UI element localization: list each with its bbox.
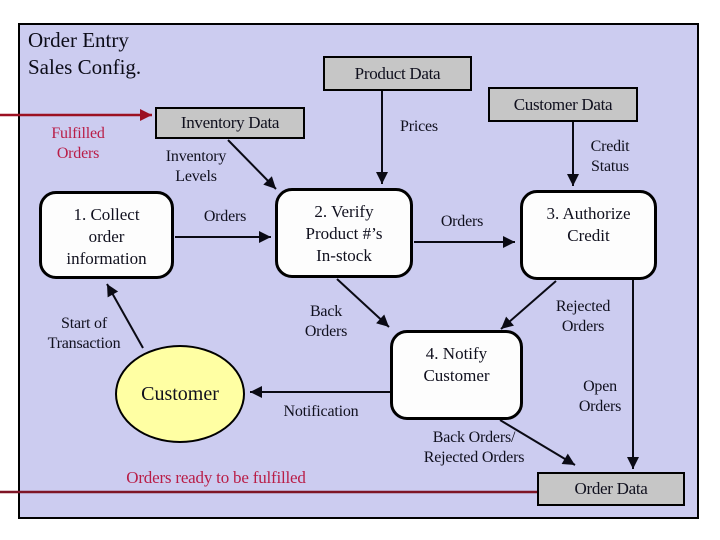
arrow-start-of-transaction bbox=[106, 283, 144, 349]
process-label-line: order bbox=[88, 227, 125, 246]
diagram-title: Order Entry Sales Config. bbox=[28, 27, 141, 81]
data-store-product-data: Product Data bbox=[323, 56, 472, 91]
flow-label-back-rejected-orders: Back Orders/ Rejected Orders bbox=[423, 429, 525, 466]
process-1-collect-order-information: 1. Collect order information bbox=[39, 191, 174, 279]
external-entity-customer: Customer bbox=[115, 345, 245, 443]
arrow-back-rejected-orders bbox=[499, 419, 576, 466]
process-label-line: 1. Collect bbox=[73, 205, 140, 224]
data-store-label: Order Data bbox=[574, 479, 648, 498]
data-store-customer-data: Customer Data bbox=[488, 87, 638, 122]
flow-label-orders-2: Orders bbox=[440, 213, 484, 230]
flow-label-open-orders: Open Orders bbox=[578, 378, 622, 415]
flow-label-fulfilled-orders: Fulfilled Orders bbox=[51, 125, 105, 162]
flow-label-back-orders: Back Orders bbox=[304, 303, 348, 340]
process-label-line: 2. Verify bbox=[314, 202, 374, 221]
process-label-line: 4. Notify bbox=[425, 344, 488, 363]
process-label-line: Credit bbox=[567, 226, 610, 245]
flow-label-prices: Prices bbox=[400, 118, 438, 135]
data-store-label: Inventory Data bbox=[180, 113, 280, 132]
arrow-inventory-levels bbox=[227, 139, 277, 190]
title-line: Order Entry bbox=[28, 28, 129, 52]
process-4-notify-customer: 4. Notify Customer bbox=[390, 330, 523, 420]
process-3-authorize-credit: 3. Authorize Credit bbox=[520, 190, 657, 280]
process-label-line: In-stock bbox=[316, 246, 372, 265]
process-label-line: information bbox=[66, 249, 147, 268]
flow-label-rejected-orders: Rejected Orders bbox=[555, 298, 611, 335]
arrow-back-orders bbox=[336, 278, 390, 328]
data-store-inventory-data: Inventory Data bbox=[155, 107, 305, 139]
entity-label: Customer bbox=[141, 382, 219, 405]
flow-label-start-of-transaction: Start of Transaction bbox=[47, 315, 121, 352]
title-line: Sales Config. bbox=[28, 55, 142, 79]
arrow-rejected-orders bbox=[500, 280, 557, 330]
flow-label-notification: Notification bbox=[283, 403, 359, 420]
data-store-order-data: Order Data bbox=[537, 472, 685, 506]
flow-label-inventory-levels: Inventory Levels bbox=[165, 148, 227, 185]
process-label-line: 3. Authorize bbox=[546, 204, 631, 223]
process-label-line: Customer bbox=[423, 366, 490, 385]
process-label-line: Product #’s bbox=[305, 224, 383, 243]
data-store-label: Customer Data bbox=[513, 94, 613, 114]
flow-label-orders-1: Orders bbox=[203, 208, 247, 225]
flow-label-orders-ready-to-be-fulfilled: Orders ready to be fulfilled bbox=[126, 468, 306, 487]
data-store-label: Product Data bbox=[354, 63, 441, 83]
process-2-verify-product-in-stock: 2. Verify Product #’s In-stock bbox=[275, 188, 413, 278]
flow-label-credit-status: Credit Status bbox=[590, 138, 630, 175]
